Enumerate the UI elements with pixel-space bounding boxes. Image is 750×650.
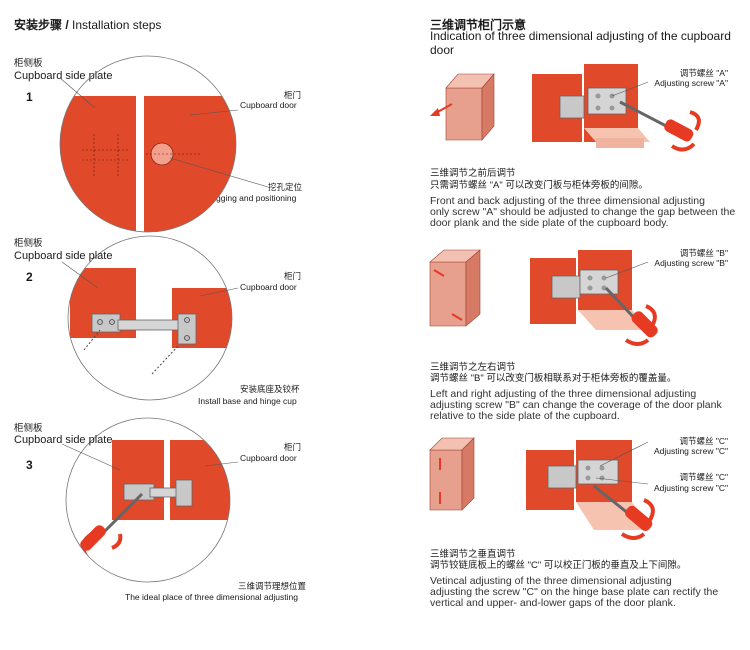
step3-screwdriver-shaft	[100, 492, 144, 536]
section-c-desc-en-2: adjusting the screw "C" on the hinge bas…	[430, 586, 719, 598]
section-c-desc-en-1: Vetincal adjusting of the three dimensio…	[430, 575, 672, 587]
left-title-en: Installation steps	[72, 18, 162, 32]
left-title-sep: /	[62, 18, 73, 32]
step3-side-panel	[112, 440, 164, 520]
section-c-cabinet-box	[429, 437, 475, 511]
section-a-screw-en: Adjusting screw "A"	[654, 78, 728, 88]
section-b-desc-cn-1: 三维调节之左右调节	[430, 362, 516, 373]
step1-side-en: Cupboard side plate	[14, 70, 113, 82]
step3-door-en: Cupboard door	[240, 453, 297, 463]
section-a-cabinet-box	[430, 73, 495, 141]
section-c-screw2-en: Adjusting screw "C"	[653, 483, 728, 493]
section-a-desc-en-1: Front and back adjusting of the three di…	[430, 195, 705, 207]
step1-number: 1	[26, 90, 33, 104]
section-b-screw-en: Adjusting screw "B"	[654, 258, 728, 268]
step3-screwdriver-handle	[80, 525, 106, 551]
step2-hinge-cup	[177, 313, 197, 345]
section-b-desc-en-1: Left and right adjusting of the three di…	[430, 388, 697, 400]
section-b-desc-en-3: relative to the side plate of the cupboa…	[430, 410, 620, 422]
section-c-screw-cn: 调节螺丝 "C"	[679, 436, 728, 446]
section-a-desc-cn-1: 三维调节之前后调节	[430, 168, 516, 179]
section-a-desc-en-2: only screw "A" should be adjusted to cha…	[430, 206, 736, 218]
section-a-desc-cn-2: 只需调节螺丝 "A" 可以改变门板与柜体旁板的间隙。	[430, 180, 648, 191]
left-title-cn: 安装步骤	[14, 18, 63, 32]
step3-number: 3	[26, 458, 33, 472]
step1-side-cn: 柜侧板	[14, 58, 43, 69]
step2-number: 2	[26, 270, 33, 284]
step3-side-cn: 柜侧板	[14, 423, 43, 434]
section-b-cabinet-box	[429, 249, 481, 327]
section-b-desc-cn-2: 调节螺丝 "B" 可以改变门板相联系对于柜体旁板的覆盖量。	[430, 373, 677, 384]
section-a-desc-en-3: door plank and the side plate of the cup…	[430, 217, 669, 229]
step3-action-en: The ideal place of three dimensional adj…	[125, 592, 298, 602]
step3-side-en: Cupboard side plate	[14, 434, 113, 446]
section-a-hinge-view	[532, 64, 701, 152]
section-c-hinge-view	[526, 440, 655, 540]
step1-action-cn: 挖孔定位	[268, 182, 303, 192]
step1-door-en: Cupboard door	[240, 100, 297, 110]
section-b-screw-cn: 调节螺丝 "B"	[679, 248, 728, 258]
step2-action-cn: 安装底座及铰杯	[240, 384, 300, 394]
section-b-desc-en-2: adjusting screw "B" can change the cover…	[430, 399, 722, 411]
right-title-en: Indication of three dimensional adjustin…	[430, 29, 731, 57]
step2-side-cn: 柜侧板	[14, 238, 43, 249]
step1-action-en: Digging and positioning	[208, 193, 297, 203]
step3-door-cn: 柜门	[284, 442, 302, 452]
step2-door-cn: 柜门	[284, 271, 302, 281]
left-header: 安装步骤 / Installation steps	[14, 16, 161, 34]
step2-door-en: Cupboard door	[240, 282, 297, 292]
section-c-screw2-cn: 调节螺丝 "C"	[679, 472, 728, 482]
section-c-desc-cn-1: 三维调节之垂直调节	[430, 549, 516, 560]
step3-action-cn: 三维调节理想位置	[238, 581, 307, 591]
section-a-screw-cn: 调节螺丝 "A"	[679, 68, 728, 78]
section-c-screw-en: Adjusting screw "C"	[653, 446, 728, 456]
step2-side-en: Cupboard side plate	[14, 250, 113, 262]
step3-hinge-cup	[175, 479, 193, 507]
section-b-hinge-view	[530, 250, 658, 346]
step2-action-en: Install base and hinge cup	[198, 396, 297, 406]
step1-door-cn: 柜门	[284, 90, 302, 100]
section-c-desc-en-3: vertical and upper- and-lower gaps of th…	[430, 597, 676, 609]
section-c-desc-cn-2: 调节铰链底板上的螺丝 "C" 可以校正门板的垂直及上下间隙。	[430, 560, 687, 571]
right-title-cn: 三维调节柜门示意	[430, 18, 527, 32]
